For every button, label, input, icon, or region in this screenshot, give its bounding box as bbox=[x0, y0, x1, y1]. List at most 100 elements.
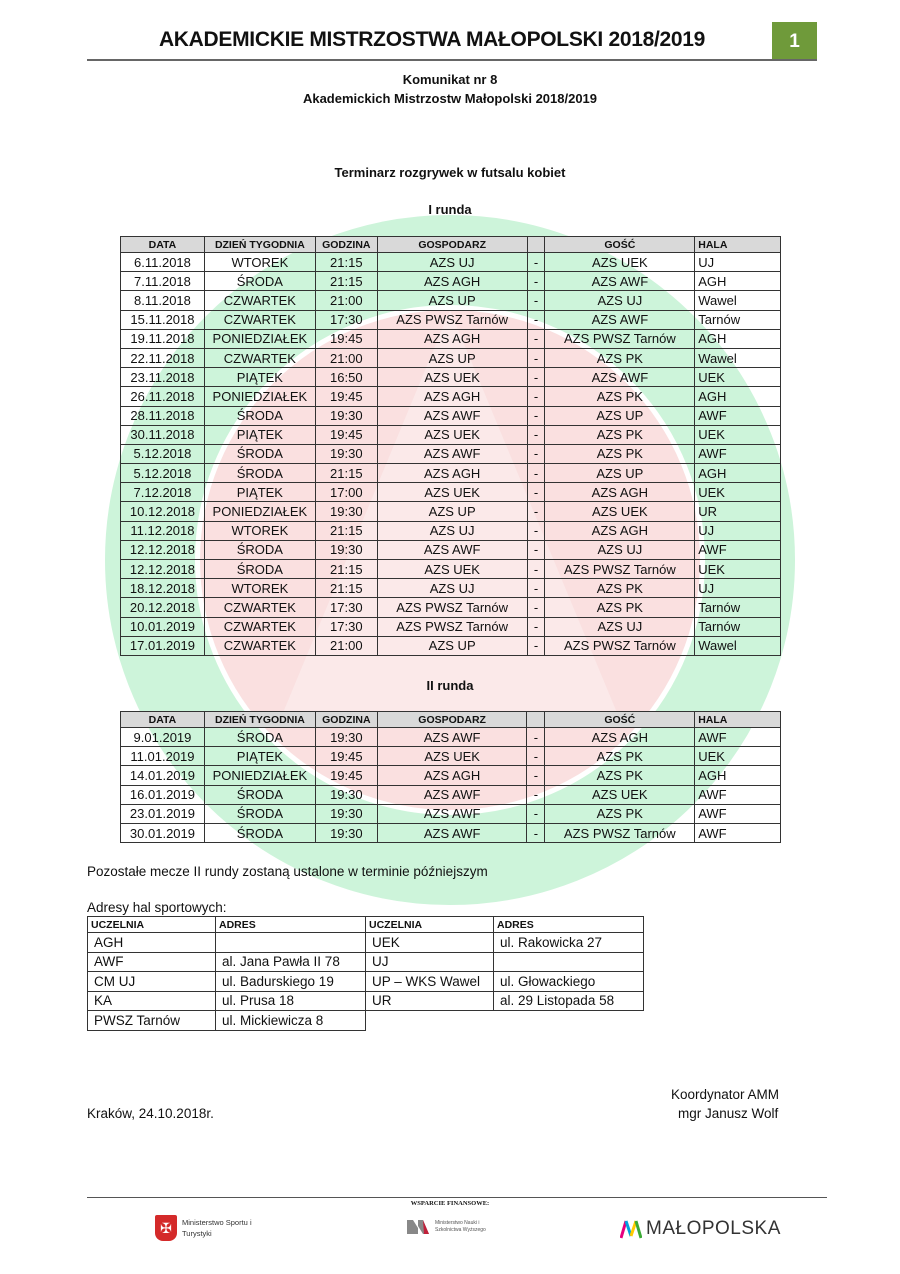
column-header: DZIEŃ TYGODNIA bbox=[203, 711, 316, 728]
table-cell: AZS AGH bbox=[376, 328, 528, 349]
table-cell: PONIEDZIAŁEK bbox=[203, 765, 316, 786]
table-cell: 22.11.2018 bbox=[120, 347, 205, 369]
table-cell: - bbox=[526, 251, 546, 273]
table-cell: 28.11.2018 bbox=[120, 405, 205, 426]
table-cell: PIĄTEK bbox=[203, 482, 316, 503]
table-cell: UEK bbox=[694, 746, 781, 767]
table-cell: ul. Rakowicka 27 bbox=[493, 932, 644, 953]
table-cell: 23.01.2019 bbox=[120, 803, 205, 824]
table-cell: AZS PWSZ Tarnów bbox=[544, 558, 696, 580]
table-cell: 19:30 bbox=[314, 501, 378, 522]
column-header: GODZINA bbox=[314, 711, 378, 728]
table-cell: AZS AGH bbox=[376, 463, 528, 484]
column-header bbox=[526, 711, 546, 728]
table-cell: AZS UEK bbox=[544, 501, 696, 522]
table-cell: - bbox=[526, 539, 546, 561]
table-cell: AZS PK bbox=[544, 597, 696, 618]
table-cell: 19:30 bbox=[314, 539, 378, 561]
column-header: UCZELNIA bbox=[87, 916, 216, 933]
table-cell: - bbox=[526, 520, 546, 541]
table-cell: AZS UEK bbox=[376, 367, 528, 388]
table-cell: AWF bbox=[694, 822, 781, 844]
place-date: Kraków, 24.10.2018r. bbox=[87, 1106, 214, 1121]
table-cell: 21:15 bbox=[314, 463, 378, 484]
column-header: ADRES bbox=[215, 916, 366, 933]
table-cell: CZWARTEK bbox=[203, 290, 316, 311]
table-cell: AWF bbox=[694, 784, 781, 805]
table-cell: - bbox=[526, 482, 546, 503]
table-cell: 17.01.2019 bbox=[120, 635, 205, 656]
table-cell: 23.11.2018 bbox=[120, 367, 205, 388]
table-cell: CZWARTEK bbox=[203, 635, 316, 656]
table-cell: al. 29 Listopada 58 bbox=[493, 990, 644, 1011]
table-cell: - bbox=[526, 822, 546, 844]
table-cell: - bbox=[526, 578, 546, 599]
table-cell: 19:30 bbox=[314, 405, 378, 426]
table-cell: - bbox=[526, 443, 546, 465]
column-header: HALA bbox=[694, 711, 781, 728]
table-cell: AZS UJ bbox=[376, 251, 528, 273]
table-cell: AZS PWSZ Tarnów bbox=[544, 635, 696, 656]
table-cell: WTOREK bbox=[203, 578, 316, 599]
table-cell: AGH bbox=[694, 765, 781, 786]
table-cell: 10.01.2019 bbox=[120, 616, 205, 637]
communique-number: Komunikat nr 8 bbox=[402, 72, 498, 87]
table-cell: UEK bbox=[365, 932, 494, 953]
table-cell: - bbox=[526, 386, 546, 407]
column-header: GODZINA bbox=[314, 236, 378, 253]
table-cell: AWF bbox=[694, 803, 781, 824]
table-cell: UEK bbox=[694, 367, 781, 388]
table-cell: 16:50 bbox=[314, 367, 378, 388]
table-cell: AZS AWF bbox=[376, 784, 528, 805]
logo-malopolska: MAŁOPOLSKA bbox=[620, 1218, 781, 1240]
table-cell: 12.12.2018 bbox=[120, 539, 205, 561]
table-cell: AZS UP bbox=[376, 290, 528, 311]
table-cell: AZS PK bbox=[544, 765, 696, 786]
table-cell: AZS UJ bbox=[544, 616, 696, 637]
table-cell: UR bbox=[365, 990, 494, 1011]
table-cell: 7.12.2018 bbox=[120, 482, 205, 503]
sponsor-malopolska-label: MAŁOPOLSKA bbox=[646, 1218, 781, 1239]
table-cell: ul. Prusa 18 bbox=[215, 990, 366, 1011]
table-cell: Wawel bbox=[694, 347, 781, 369]
table-cell: - bbox=[526, 635, 546, 656]
table-cell: 17:00 bbox=[314, 482, 378, 503]
table-cell: AZS UJ bbox=[544, 290, 696, 311]
table-cell: - bbox=[526, 558, 546, 580]
table-cell: 19:30 bbox=[314, 443, 378, 465]
malopolska-logo-icon bbox=[620, 1220, 642, 1239]
table-cell: Tarnów bbox=[694, 309, 781, 330]
note-text: Pozostałe mecze II rundy zostaną ustalon… bbox=[87, 864, 488, 879]
table-cell: AZS UP bbox=[376, 347, 528, 369]
table-cell: AZS AWF bbox=[544, 367, 696, 388]
table-cell: AZS AWF bbox=[544, 271, 696, 292]
table-cell: 19:45 bbox=[314, 765, 378, 786]
table-cell: 17:30 bbox=[314, 616, 378, 637]
column-header: HALA bbox=[694, 236, 781, 253]
table-cell: 17:30 bbox=[314, 597, 378, 618]
table-cell: 19:45 bbox=[314, 386, 378, 407]
table-cell: 12.12.2018 bbox=[120, 558, 205, 580]
table-cell: AZS AGH bbox=[544, 520, 696, 541]
table-cell: - bbox=[526, 501, 546, 522]
table-cell: WTOREK bbox=[203, 251, 316, 273]
addresses-title: Adresy hal sportowych: bbox=[87, 900, 227, 915]
table-cell: AZS PK bbox=[544, 443, 696, 465]
column-header: GOŚĆ bbox=[544, 711, 696, 728]
table-cell: PIĄTEK bbox=[203, 424, 316, 445]
table-cell: 16.01.2019 bbox=[120, 784, 205, 805]
table-cell: ŚRODA bbox=[203, 803, 316, 824]
